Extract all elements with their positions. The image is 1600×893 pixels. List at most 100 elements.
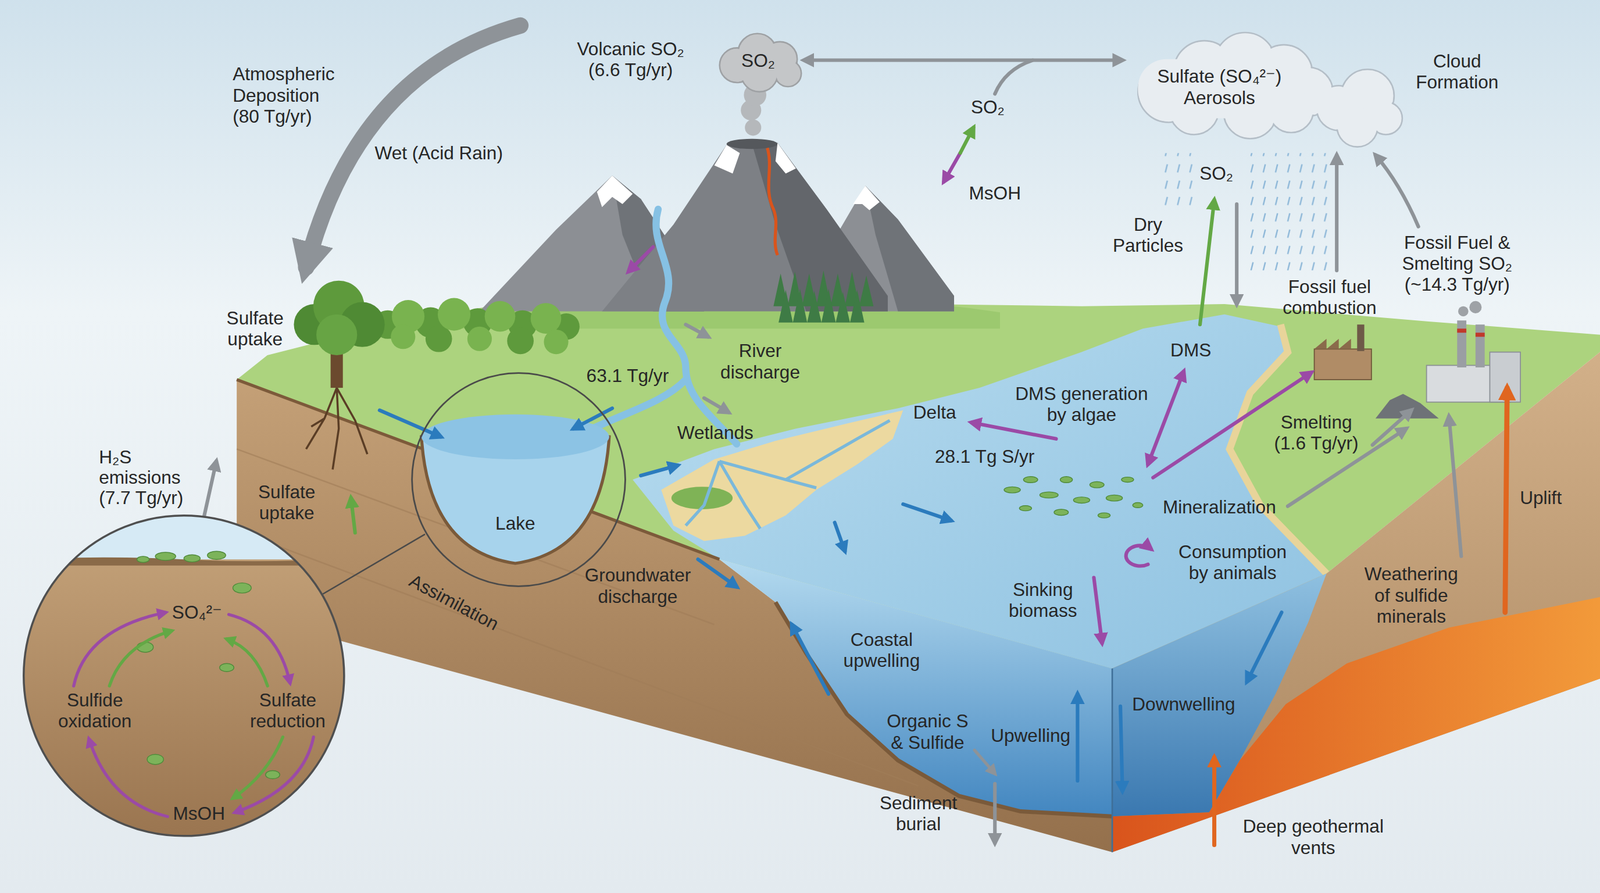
mountains bbox=[602, 143, 888, 312]
node-text: SO₄²⁻ bbox=[172, 601, 223, 623]
soil-inset-circle-shape bbox=[234, 736, 314, 813]
algae bbox=[1054, 509, 1069, 516]
soil-inset-circle-shape bbox=[136, 556, 149, 563]
soil-inset-circle-shape bbox=[219, 663, 234, 672]
right-face bbox=[1112, 597, 1600, 853]
soil-inset-circle-shape bbox=[232, 736, 283, 798]
front-face bbox=[719, 559, 1113, 817]
mountains bbox=[767, 148, 778, 256]
right-face bbox=[1112, 352, 1600, 853]
delta bbox=[661, 410, 903, 542]
mountains bbox=[852, 185, 880, 210]
flux-label: Organic S & Sulfide bbox=[881, 710, 974, 753]
flux-arrows bbox=[1247, 612, 1282, 682]
flux-arrows bbox=[1375, 155, 1419, 227]
lake-bowl bbox=[421, 414, 610, 460]
flux-arrows bbox=[1147, 371, 1184, 465]
plume-cloud-shape bbox=[775, 61, 800, 86]
flux-arrows bbox=[204, 25, 1507, 846]
deciduous-forest bbox=[425, 325, 453, 353]
flux-arrows bbox=[1126, 545, 1152, 566]
soil-inset-circle-shape bbox=[155, 552, 176, 561]
algae bbox=[1004, 486, 1021, 494]
mountains bbox=[597, 175, 633, 207]
flux-label: Sulfate uptake bbox=[250, 480, 324, 524]
flux-label: Upwelling bbox=[990, 725, 1071, 746]
algae bbox=[1089, 481, 1105, 489]
soil-inset-circle-shape bbox=[22, 514, 346, 838]
deciduous-forest bbox=[437, 298, 471, 331]
soil-inset-circle-shape bbox=[22, 514, 346, 838]
soil-inset-circle-shape bbox=[183, 554, 200, 562]
flux-label: Smelting (1.6 Tg/yr) bbox=[1270, 411, 1363, 455]
mountains bbox=[752, 143, 888, 312]
tree bbox=[316, 314, 357, 356]
flux-label: SO₂ bbox=[970, 96, 1005, 118]
flux-arrows bbox=[1075, 694, 1080, 781]
flux-arrows bbox=[640, 465, 678, 476]
soil-inset-circle-shape bbox=[232, 582, 252, 594]
node-text: Sulfate (SO₄²⁻) Aerosols bbox=[1145, 65, 1294, 109]
factories bbox=[1475, 324, 1485, 368]
factories bbox=[1456, 328, 1467, 333]
flux-arrows bbox=[204, 461, 217, 517]
deciduous-forest bbox=[390, 298, 569, 355]
deciduous-forest bbox=[543, 329, 569, 355]
soil-inset-circle-shape bbox=[265, 770, 280, 779]
flux-arrows bbox=[994, 60, 1033, 95]
flux-label: Wet (Acid Rain) bbox=[374, 142, 503, 164]
soil-inset-circle-shape bbox=[206, 551, 226, 560]
algae bbox=[1106, 494, 1123, 502]
flux-arrows bbox=[791, 624, 829, 694]
flux-arrows bbox=[971, 422, 1057, 439]
flux-arrows bbox=[685, 324, 709, 337]
flux-label: DMS bbox=[1170, 339, 1212, 361]
factories bbox=[1475, 332, 1485, 337]
flux-arrows bbox=[1234, 204, 1239, 305]
tree bbox=[306, 387, 368, 470]
lake-bowl bbox=[421, 414, 610, 564]
river bbox=[581, 209, 737, 445]
node-text: Sulfide oxidation bbox=[48, 688, 141, 732]
flux-arrows bbox=[902, 504, 951, 521]
deciduous-forest bbox=[530, 302, 562, 334]
flux-arrows bbox=[704, 398, 729, 413]
front-face bbox=[775, 602, 1113, 817]
algae bbox=[1039, 491, 1059, 499]
mountains bbox=[479, 83, 955, 312]
flux-label: Assimilation bbox=[405, 569, 503, 635]
algae bbox=[1060, 476, 1073, 484]
aerosol-cloud-shape bbox=[1122, 28, 1409, 152]
flux-arrows bbox=[943, 152, 960, 182]
soil-inset-circle-shape bbox=[22, 514, 346, 560]
deciduous-forest bbox=[467, 326, 492, 352]
flux-arrows bbox=[834, 522, 846, 552]
flux-label: Weathering of sulfide minerals bbox=[1357, 563, 1465, 627]
factories bbox=[1469, 301, 1482, 314]
factories bbox=[1356, 324, 1364, 352]
factories bbox=[1314, 301, 1521, 419]
flux-arrows bbox=[351, 498, 356, 534]
conifer-forest bbox=[778, 288, 864, 323]
flux-label: Atmospheric Deposition (80 Tg/yr) bbox=[232, 63, 345, 127]
factories bbox=[1458, 306, 1469, 317]
algae bbox=[1023, 476, 1038, 484]
soil-inset-circle-shape bbox=[109, 630, 172, 687]
mountains bbox=[714, 143, 796, 174]
algae bbox=[1073, 497, 1090, 504]
flux-label: MsOH bbox=[968, 182, 1021, 204]
flux-label: Groundwater discharge bbox=[579, 564, 697, 607]
flux-label: Volcanic SO₂ (6.6 Tg/yr) bbox=[566, 37, 695, 81]
flux-arrows bbox=[628, 247, 653, 272]
deciduous-forest bbox=[373, 298, 580, 355]
factories bbox=[1314, 338, 1352, 350]
soil-inset-circle-shape bbox=[73, 612, 166, 686]
soil-inset-circle-shape bbox=[23, 515, 344, 836]
mountains bbox=[726, 138, 778, 150]
flux-label: Uplift bbox=[1519, 487, 1562, 509]
flux-label: 28.1 Tg S/yr bbox=[934, 445, 1035, 467]
right-face bbox=[1112, 352, 1600, 853]
algae bbox=[1097, 512, 1110, 519]
lake-circle-shape bbox=[410, 371, 627, 588]
